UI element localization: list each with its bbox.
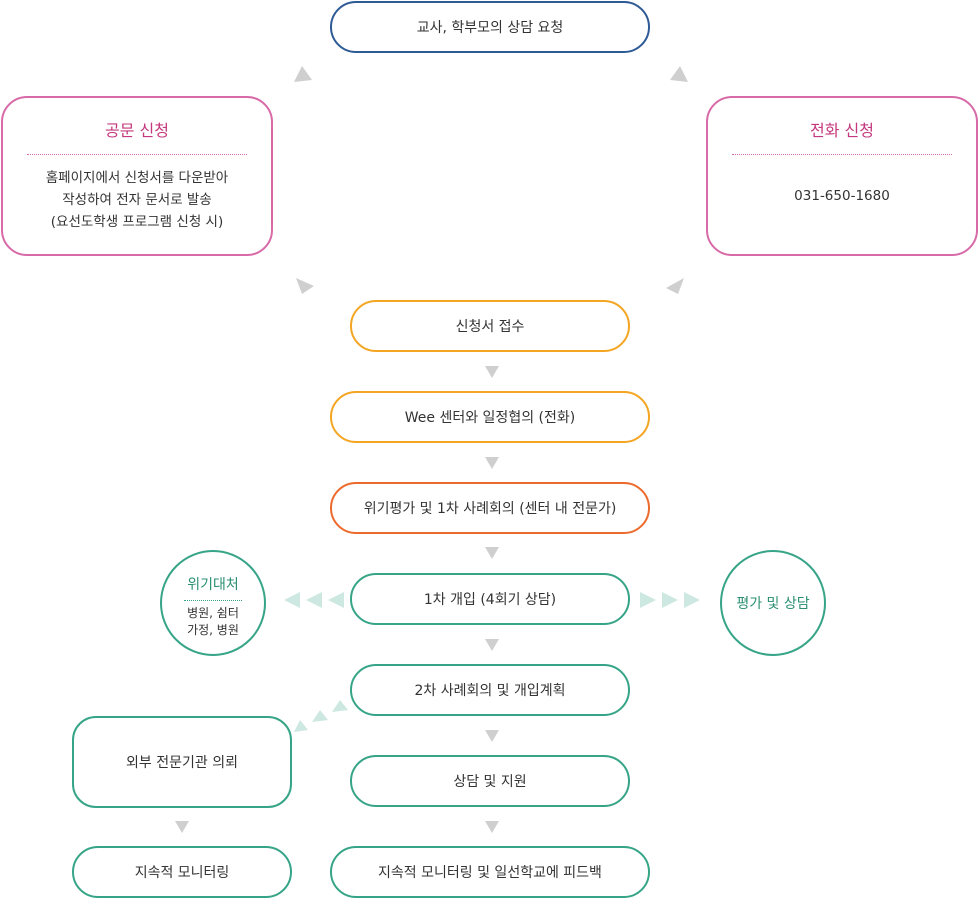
arrow-down-2-icon xyxy=(485,457,499,469)
evaluation-circle: 평가 및 상담 xyxy=(720,550,826,656)
phone-application-card: 전화 신청 031-650-1680 xyxy=(706,96,978,256)
official-application-body: 홈페이지에서 신청서를 다운받아 작성하여 전자 문서로 발송 (요선도학생 프… xyxy=(3,167,271,233)
arrows-to-crisis-icon xyxy=(284,592,344,608)
crisis-response-circle: 위기대처 병원, 쉼터 가정, 병원 xyxy=(160,550,266,656)
crisis-line-2: 가정, 병원 xyxy=(187,623,239,637)
official-line-2: 작성하여 전자 문서로 발송 xyxy=(62,192,212,208)
second-meeting-box: 2차 사례회의 및 개입계획 xyxy=(350,664,630,716)
external-monitoring-label: 지속적 모니터링 xyxy=(134,865,230,881)
external-referral-label: 외부 전문기관 의뢰 xyxy=(126,755,238,771)
counseling-request-label: 교사, 학부모의 상담 요청 xyxy=(416,20,564,36)
first-intervention-box: 1차 개입 (4회기 상담) xyxy=(350,573,630,625)
crisis-divider xyxy=(184,600,242,601)
phone-application-title: 전화 신청 xyxy=(810,121,874,140)
counseling-request-box: 교사, 학부모의 상담 요청 xyxy=(330,1,650,53)
official-application-title: 공문 신청 xyxy=(105,121,169,140)
official-line-3: (요선도학생 프로그램 신청 시) xyxy=(50,214,224,230)
arrow-down-external-icon xyxy=(175,821,189,833)
assessment-box: 위기평가 및 1차 사례회의 (센터 내 전문가) xyxy=(330,482,650,534)
phone-number: 031-650-1680 xyxy=(794,188,890,204)
arrows-to-evaluation-icon xyxy=(640,592,700,608)
arrow-down-5-icon xyxy=(485,730,499,742)
external-monitoring-box: 지속적 모니터링 xyxy=(72,846,292,898)
official-line-1: 홈페이지에서 신청서를 다운받아 xyxy=(45,170,229,186)
crisis-response-title: 위기대처 xyxy=(187,577,239,593)
receipt-box: 신청서 접수 xyxy=(350,300,630,352)
first-intervention-label: 1차 개입 (4회기 상담) xyxy=(423,592,557,608)
arrow-down-1-icon xyxy=(485,366,499,378)
support-box: 상담 및 지원 xyxy=(350,755,630,807)
second-meeting-label: 2차 사례회의 및 개입계획 xyxy=(414,683,566,699)
crisis-line-1: 병원, 쉼터 xyxy=(187,606,239,620)
assessment-label: 위기평가 및 1차 사례회의 (센터 내 전문가) xyxy=(363,501,617,517)
arrows-to-external-icon xyxy=(294,700,348,732)
evaluation-title: 평가 및 상담 xyxy=(736,596,810,612)
phone-divider xyxy=(732,154,952,155)
official-divider xyxy=(27,154,247,155)
arrow-phone-to-receipt-icon xyxy=(666,278,684,294)
arrow-down-3-icon xyxy=(485,547,499,559)
arrow-down-4-icon xyxy=(485,639,499,651)
feedback-label: 지속적 모니터링 및 일선학교에 피드백 xyxy=(378,865,602,881)
arrow-to-official-icon xyxy=(294,66,312,82)
receipt-label: 신청서 접수 xyxy=(455,319,525,335)
arrow-official-to-receipt-icon xyxy=(296,278,314,294)
arrow-down-6-icon xyxy=(485,821,499,833)
feedback-box: 지속적 모니터링 및 일선학교에 피드백 xyxy=(330,846,650,898)
schedule-box: Wee 센터와 일정협의 (전화) xyxy=(330,391,650,443)
external-referral-box: 외부 전문기관 의뢰 xyxy=(72,716,292,808)
schedule-label: Wee 센터와 일정협의 (전화) xyxy=(404,410,576,426)
support-label: 상담 및 지원 xyxy=(453,774,527,790)
official-application-card: 공문 신청 홈페이지에서 신청서를 다운받아 작성하여 전자 문서로 발송 (요… xyxy=(1,96,273,256)
arrow-to-phone-icon xyxy=(670,66,688,82)
